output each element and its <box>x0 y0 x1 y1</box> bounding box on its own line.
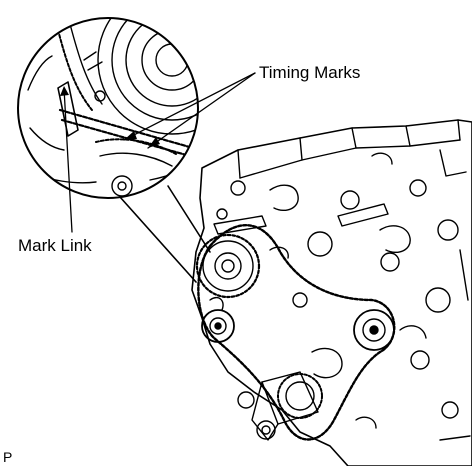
tensioner-sprocket <box>353 309 395 351</box>
figure-reference-label: P <box>3 449 13 465</box>
crankshaft-sprocket <box>251 371 323 441</box>
timing-mark-arrow-right <box>148 137 160 148</box>
camshaft-sprocket <box>195 233 261 299</box>
timing-marks-label: Timing Marks <box>259 63 361 82</box>
idler-sprocket <box>201 309 235 343</box>
mark-link-arrow <box>60 86 69 96</box>
timing-chain <box>197 224 396 441</box>
timing-marks-leaders <box>123 72 256 149</box>
mark-link-leader <box>63 87 73 233</box>
engine-block <box>191 119 472 466</box>
timing-mark-arrow-left <box>124 131 137 140</box>
mark-link-label: Mark Link <box>18 236 92 255</box>
